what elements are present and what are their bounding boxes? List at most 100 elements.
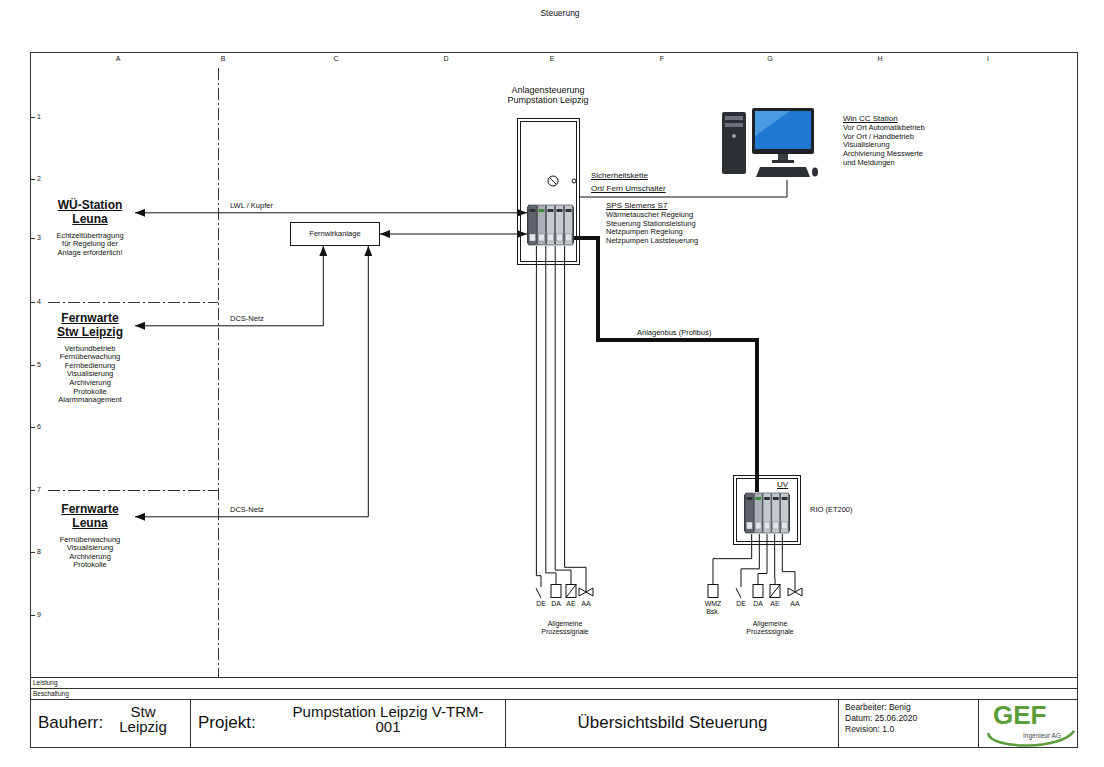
grid-tick <box>30 117 35 118</box>
signal-symbol-shape <box>770 585 780 598</box>
node-label: AE <box>765 600 785 608</box>
grid-column-letter: G <box>764 55 776 63</box>
signal-box <box>551 585 561 598</box>
plc-module-front <box>548 234 554 241</box>
grid-column-letter: H <box>874 55 886 63</box>
title-block-divider <box>838 699 839 747</box>
valve-body <box>788 588 802 596</box>
node-label: DA <box>546 600 566 608</box>
pc-power-button <box>732 134 736 138</box>
pc-keyboard <box>756 167 810 177</box>
node-label: AE <box>561 600 581 608</box>
plc-module-led <box>747 497 753 500</box>
node-label: Wärmetauscher Regelung Steuerung Station… <box>606 211 716 246</box>
signal-symbol: DE <box>533 584 549 598</box>
signal-symbol-shape <box>551 585 561 598</box>
plc-module-front <box>773 522 779 529</box>
plc-module-front <box>782 522 788 529</box>
control-cabinet: Anlagensteuerung Pumpstation LeipzigSPS … <box>517 118 580 265</box>
grid-column-letter: A <box>112 55 124 63</box>
switch-label: Sicherheitskette <box>591 171 648 180</box>
signal-symbol: DA <box>750 584 766 598</box>
plc-module-front <box>539 234 545 241</box>
edge-label: LWL / Kupfer <box>228 202 275 211</box>
pc-drive <box>725 116 743 120</box>
pc-tower <box>722 112 746 174</box>
pc-screen <box>755 111 811 149</box>
node-label: Verbundbetrieb Fernüberwachung Fernbedie… <box>55 345 125 405</box>
valve-body <box>579 588 593 596</box>
node-label: Fernüberwachung Visualisierung Archivier… <box>55 536 125 571</box>
title-block-meta: Datum: 25.06.2020 <box>845 714 917 724</box>
signal-box <box>753 585 763 598</box>
connector <box>135 246 368 517</box>
zone-line <box>48 490 218 491</box>
title-block-meta: Bearbeiter: Benig <box>845 703 911 713</box>
node-label: DA <box>748 600 768 608</box>
safety-chain-symbol <box>550 178 557 185</box>
plc-module <box>546 205 554 245</box>
row-title: Beschaltung <box>33 690 69 697</box>
title-block-divider <box>978 699 979 747</box>
node-heading: WÜ-Station Leuna <box>50 199 130 227</box>
connector <box>380 234 527 235</box>
title-block-field: Bauherr: <box>38 713 103 733</box>
signal-symbol-icon <box>767 584 783 598</box>
grid-row-number: 5 <box>37 361 41 369</box>
plc-module <box>754 493 762 533</box>
grid-row-number: 6 <box>37 423 41 431</box>
node-label: WMZ Bsk. <box>703 600 723 616</box>
edge-label: DCS-Netz <box>228 506 266 515</box>
node-heading: Fernwarte Stw Leipzig <box>50 312 130 340</box>
plc-module <box>537 205 545 245</box>
grid-tick <box>30 179 35 180</box>
node-label: Fernwirkanlage <box>309 230 360 239</box>
grid-row-number: 8 <box>37 548 41 556</box>
node-label: RIO (ET200) <box>810 506 853 515</box>
connector <box>135 212 527 213</box>
grid-tick <box>30 238 35 239</box>
signal-symbol: AA <box>787 584 803 598</box>
signal-symbol: AE <box>767 584 783 598</box>
switch-contact <box>736 584 741 598</box>
title-block-value: Stw Leipzig <box>108 704 178 734</box>
plc-module-front <box>755 522 761 529</box>
signal-symbol: DA <box>548 584 564 598</box>
title-block-divider <box>190 699 191 747</box>
connector <box>555 246 571 584</box>
connector <box>536 246 541 584</box>
telecontrol-box: Fernwirkanlage <box>290 222 380 246</box>
plc-module-led <box>773 497 779 500</box>
pc-drive <box>725 123 743 127</box>
plc-module <box>781 493 789 533</box>
signal-box <box>566 585 576 598</box>
company-logo-subtitle: Ingenieur AG <box>1023 732 1061 739</box>
switch-label: Ort/ Fern Umschalter <box>591 184 666 193</box>
signal-symbol-shape <box>753 585 763 598</box>
signal-symbol-icon <box>533 584 549 598</box>
switch-symbols <box>548 176 576 186</box>
plc-module-led <box>764 497 770 500</box>
title-block-field: Projekt: <box>198 713 256 733</box>
signal-symbol: WMZ Bsk. <box>705 584 721 598</box>
signal-symbol-shape <box>788 584 802 596</box>
node-label: Vor Ort Automatikbetrieb Vor Ort / Handb… <box>843 124 929 167</box>
row-title: Leistung <box>33 679 58 686</box>
node-label: DE <box>531 600 551 608</box>
grid-column-letter: C <box>330 55 342 63</box>
plc-module-led <box>782 497 788 500</box>
plc-icon <box>527 204 574 246</box>
frame-line <box>30 699 1077 700</box>
connector <box>565 246 586 584</box>
node-label: DE <box>731 600 751 608</box>
grid-column-letter: F <box>656 55 668 63</box>
selector-switch-symbol <box>572 179 576 183</box>
grid-tick <box>30 302 35 303</box>
switch-contact <box>536 584 541 598</box>
edge-label: Anlagenbus (Profibus) <box>635 329 713 338</box>
signal-symbol-icon <box>733 584 749 598</box>
plc-module <box>772 493 780 533</box>
